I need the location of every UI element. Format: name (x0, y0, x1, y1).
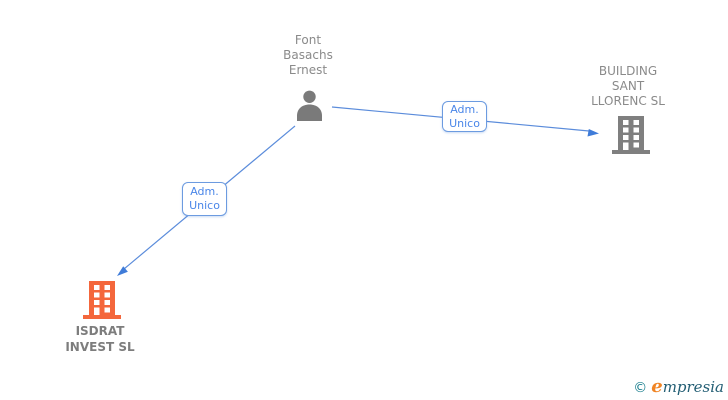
arrowhead-down-left-icon (117, 266, 128, 276)
empresia-logo: empresia (651, 376, 724, 397)
empresia-logo-rest: mpresia (662, 378, 724, 396)
edge-arrowheads (117, 129, 599, 276)
person-icon (297, 90, 322, 121)
company-node-building-sant-llorenc[interactable] (612, 116, 650, 154)
company-node-isdrat-invest[interactable] (83, 281, 121, 319)
company-name-building-sant-llorenc: BUILDING SANT LLORENC SL (591, 64, 665, 108)
company-name-isdrat-invest: ISDRAT INVEST SL (65, 324, 135, 354)
person-node[interactable] (294, 90, 325, 121)
building-gray-icon (612, 116, 650, 154)
person-name: Font Basachs Ernest (283, 33, 333, 77)
empresia-watermark: © empresia (633, 376, 724, 397)
arrowhead-right-icon (587, 129, 599, 137)
edge-label-adm-unico-1[interactable]: Adm. Unico (442, 101, 487, 132)
copyright-icon: © (633, 380, 648, 396)
building-orange-icon (83, 281, 121, 319)
empresia-logo-initial: e (651, 376, 663, 397)
edge-label-adm-unico-2[interactable]: Adm. Unico (182, 182, 227, 216)
